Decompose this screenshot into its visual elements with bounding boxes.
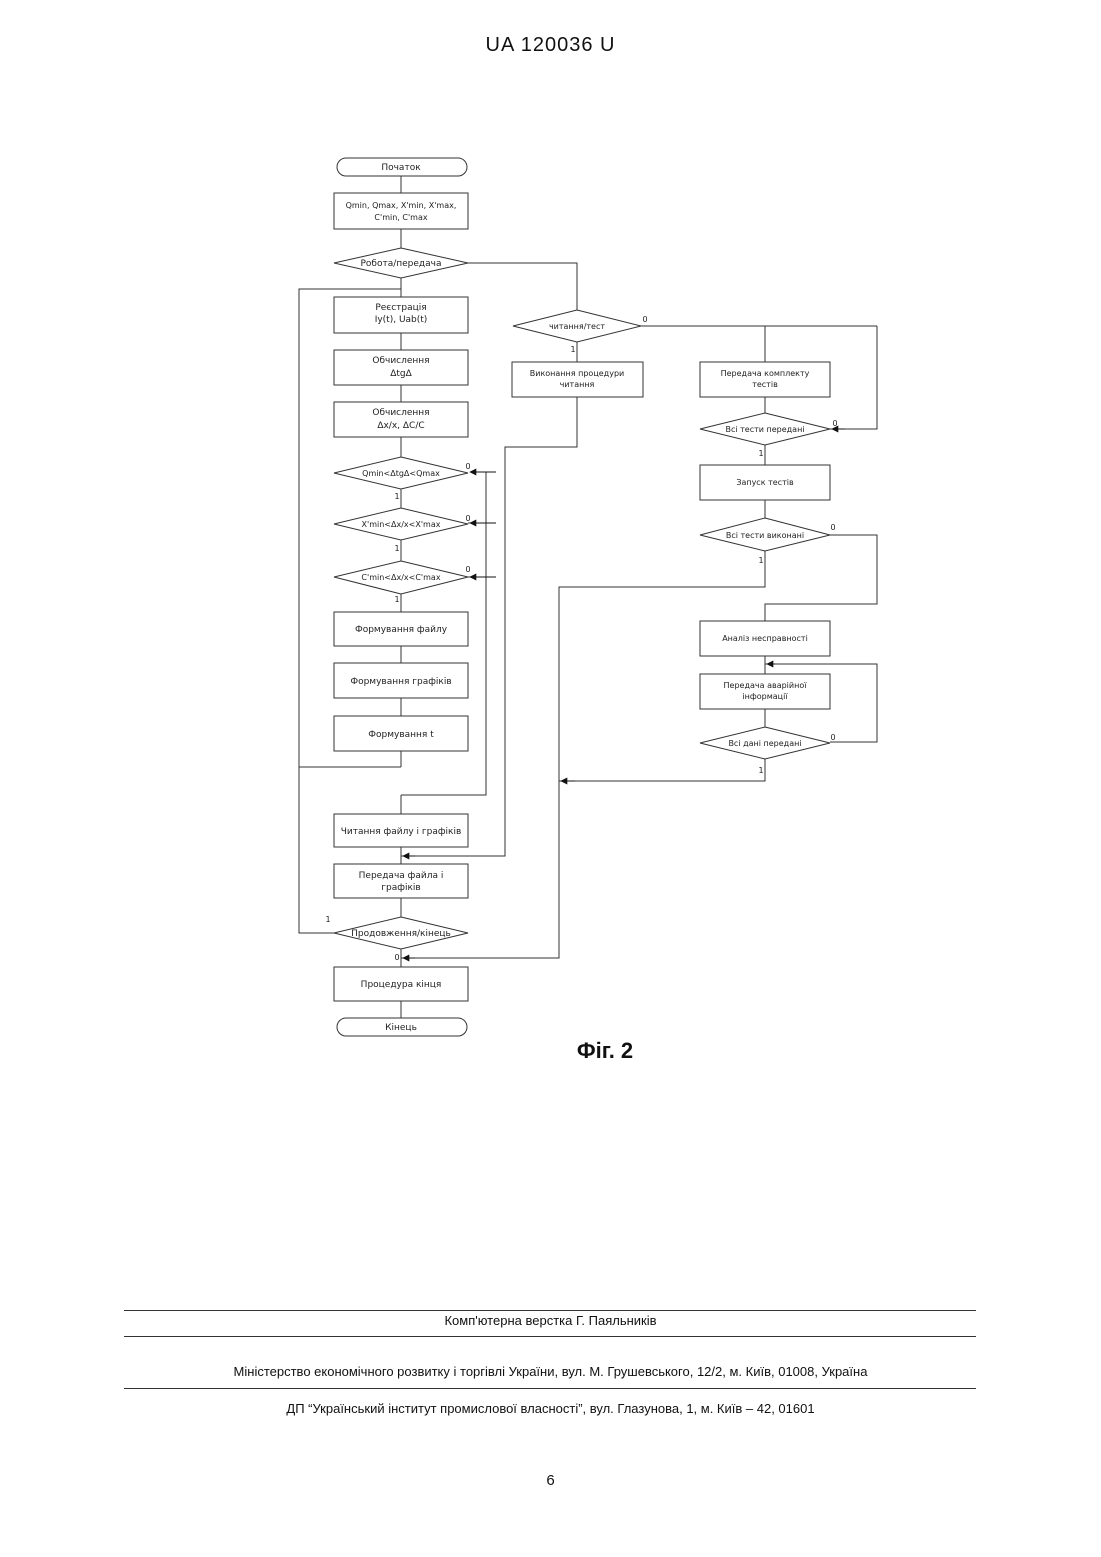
cond2-label: X'min<Δx/x<X'max: [362, 520, 441, 529]
exec-read-label-1: Виконання процедури: [530, 369, 624, 378]
send-alarm-label-1: Передача аварійної: [724, 681, 808, 690]
end-proc-label: Процедура кінця: [361, 980, 442, 990]
file-form-label: Формування файлу: [355, 625, 448, 635]
params-label-2: C'min, C'max: [374, 213, 427, 222]
all-data-sent-label: Всі дані передані: [728, 739, 801, 748]
branch-label-zero: 0: [465, 565, 470, 574]
read-file-label: Читання файлу і графіків: [341, 827, 462, 837]
all-done-label: Всі тести виконані: [726, 531, 804, 540]
branch-label-zero: 0: [465, 514, 470, 523]
footer-divider: [124, 1388, 976, 1389]
params-label-1: Qmin, Qmax, X'min, X'max,: [346, 201, 457, 210]
register-label-2: Iy(t), Uab(t): [375, 315, 428, 325]
branch-label-one: 1: [758, 449, 763, 458]
calc2-label-1: Обчислення: [372, 408, 429, 418]
branch-label-zero: 0: [394, 953, 399, 962]
send-alarm-label-2: інформації: [742, 692, 788, 701]
cond1-label: Qmin<ΔtgΔ<Qmax: [362, 469, 440, 478]
branch-label-one: 1: [325, 915, 330, 924]
params-box: [334, 193, 468, 229]
branch-label-one: 1: [394, 492, 399, 501]
mode-label: Робота/передача: [360, 259, 441, 269]
calc2-label-2: Δx/x, ΔC/C: [377, 421, 424, 431]
figure-caption: Фіг. 2: [540, 1038, 670, 1064]
branch-label-zero: 0: [830, 523, 835, 532]
start-label: Початок: [381, 163, 421, 173]
exec-read-label-2: читання: [560, 380, 595, 389]
branch-label-zero: 0: [832, 419, 837, 428]
transfer-label-2: графіків: [381, 883, 420, 893]
all-sent-label: Всі тести передані: [725, 425, 804, 434]
branch-label-one: 1: [758, 556, 763, 565]
institute-address: ДП “Український інститут промислової вла…: [0, 1401, 1101, 1416]
footer-divider: [124, 1310, 976, 1311]
end-label: Кінець: [385, 1023, 417, 1033]
send-tests-label-1: Передача комплекту: [721, 369, 810, 378]
transfer-label-1: Передача файла і: [359, 871, 444, 881]
calc1-label-1: Обчислення: [372, 356, 429, 366]
t-form-label: Формування t: [368, 730, 434, 740]
read-test-label: читання/тест: [549, 322, 605, 331]
cont-end-label: Продовження/кінець: [351, 929, 451, 939]
branch-label-zero: 0: [642, 315, 647, 324]
send-tests-label-2: тестів: [752, 380, 778, 389]
cond3-label: C'min<Δx/x<C'max: [361, 573, 440, 582]
flowchart-diagram: Початок Qmin, Qmax, X'min, X'max, C'min,…: [0, 0, 1101, 1100]
footer-divider: [124, 1336, 976, 1337]
branch-label-zero: 0: [830, 733, 835, 742]
branch-label-one: 1: [758, 766, 763, 775]
branch-label-one: 1: [570, 345, 575, 354]
branch-label-one: 1: [394, 595, 399, 604]
layout-credit: Комп'ютерна верстка Г. Паяльників: [0, 1313, 1101, 1328]
calc1-label-2: ΔtgΔ: [390, 369, 412, 379]
page-number: 6: [0, 1472, 1101, 1489]
run-tests-label: Запуск тестів: [736, 478, 794, 487]
branch-label-zero: 0: [465, 462, 470, 471]
register-label-1: Реєстрація: [375, 303, 426, 313]
branch-label-one: 1: [394, 544, 399, 553]
ministry-address: Міністерство економічного розвитку і тор…: [0, 1364, 1101, 1379]
graph-form-label: Формування графіків: [350, 677, 451, 687]
fault-analysis-label: Аналіз несправності: [722, 634, 808, 643]
